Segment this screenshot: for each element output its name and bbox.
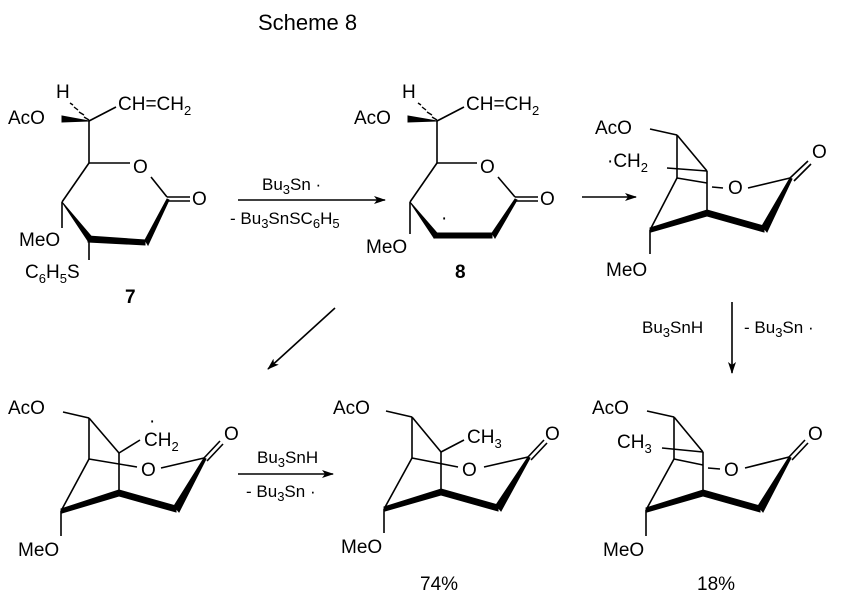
bold-bond xyxy=(87,235,146,246)
h-label: H xyxy=(56,82,70,103)
ring-oxygen: O xyxy=(480,157,495,178)
meo-label: MeO xyxy=(366,237,407,258)
ring-oxygen: O xyxy=(724,460,739,481)
carbonyl-oxygen: O xyxy=(224,424,239,445)
aco-label: AcO xyxy=(595,118,632,139)
aco-label: AcO xyxy=(354,108,391,129)
meo-label: MeO xyxy=(603,540,644,561)
ch2-radical-label: ·CH2 xyxy=(607,151,648,175)
carbonyl-oxygen: O xyxy=(540,189,555,210)
compound-number: 8 xyxy=(455,262,466,283)
meo-label: MeO xyxy=(606,260,647,281)
bold-bond xyxy=(144,198,170,247)
radical-dot: · xyxy=(149,411,155,432)
bold-bond xyxy=(706,209,765,233)
byproduct-label: - Bu3Sn · xyxy=(246,482,316,504)
ch2-label: CH2 xyxy=(144,430,179,454)
carbonyl-oxygen: O xyxy=(192,189,207,210)
bold-bond xyxy=(702,489,761,513)
product-minor: AcO CH3 O O MeO 18% xyxy=(592,398,823,595)
arrow-reduction-major: Bu3SnH - Bu3Sn · xyxy=(238,448,334,504)
ch3-label: CH3 xyxy=(617,432,652,456)
radical-intermediate-top: AcO ·CH2 O O MeO xyxy=(595,118,827,281)
wedge-bond xyxy=(61,115,90,123)
compound-7: AcO H CH=CH2 O O MeO C6H5S 7 xyxy=(8,82,207,308)
thiophenyl-label: C6H5S xyxy=(25,262,80,286)
aco-label: AcO xyxy=(8,398,45,419)
bold-bond xyxy=(761,177,793,233)
bold-bond xyxy=(495,456,531,512)
meo-label: MeO xyxy=(19,230,60,251)
meo-label: MeO xyxy=(18,540,59,561)
ring-oxygen: O xyxy=(141,460,156,481)
aco-label: AcO xyxy=(333,398,370,419)
bold-bond xyxy=(757,456,792,513)
compound-8: AcO H CH=CH2 O O MeO · 8 xyxy=(354,82,555,283)
reagent-label: Bu3SnH xyxy=(257,448,318,470)
hash-bond xyxy=(69,102,90,121)
ring-oxygen: O xyxy=(462,460,477,481)
aco-label: AcO xyxy=(592,398,629,419)
bold-bond xyxy=(173,457,207,513)
radical-dot: · xyxy=(441,208,447,229)
byproduct-label: - Bu3Sn · xyxy=(744,318,814,340)
ring-oxygen: O xyxy=(728,178,743,199)
product-major: AcO CH3 O O MeO 74% xyxy=(333,398,560,595)
hash-bond xyxy=(417,102,438,121)
bold-bond xyxy=(491,198,518,239)
aco-label: AcO xyxy=(8,108,45,129)
arrow-cyclization-diagonal xyxy=(267,307,336,370)
bold-bond xyxy=(118,489,177,513)
byproduct-label: - Bu3SnSC6H5 xyxy=(230,209,340,231)
arrow-reduction-minor: Bu3SnH - Bu3Sn · xyxy=(642,302,814,374)
yield-label: 74% xyxy=(420,574,458,595)
radical-intermediate-bottom: AcO · CH2 O O MeO xyxy=(8,398,239,561)
bold-bond xyxy=(61,201,92,242)
reagent-label: Bu3SnH xyxy=(642,318,703,340)
scheme-title: Scheme 8 xyxy=(258,10,357,35)
carbonyl-oxygen: O xyxy=(812,142,827,163)
arrow-tin-radical: Bu3Sn · - Bu3SnSC6H5 xyxy=(230,175,386,231)
bold-bond xyxy=(433,232,493,239)
reagent-label: Bu3Sn · xyxy=(262,175,321,197)
vinyl-label: CH=CH2 xyxy=(466,94,539,118)
bold-bond xyxy=(440,488,499,512)
bold-bond xyxy=(409,201,438,239)
ring-oxygen: O xyxy=(133,157,148,178)
wedge-bond xyxy=(407,115,438,123)
meo-label: MeO xyxy=(341,537,382,558)
vinyl-label: CH=CH2 xyxy=(118,94,191,118)
h-label: H xyxy=(402,82,416,103)
yield-label: 18% xyxy=(697,574,735,595)
carbonyl-oxygen: O xyxy=(808,424,823,445)
ch3-label: CH3 xyxy=(467,427,502,451)
carbonyl-oxygen: O xyxy=(545,424,560,445)
compound-number: 7 xyxy=(125,287,136,308)
